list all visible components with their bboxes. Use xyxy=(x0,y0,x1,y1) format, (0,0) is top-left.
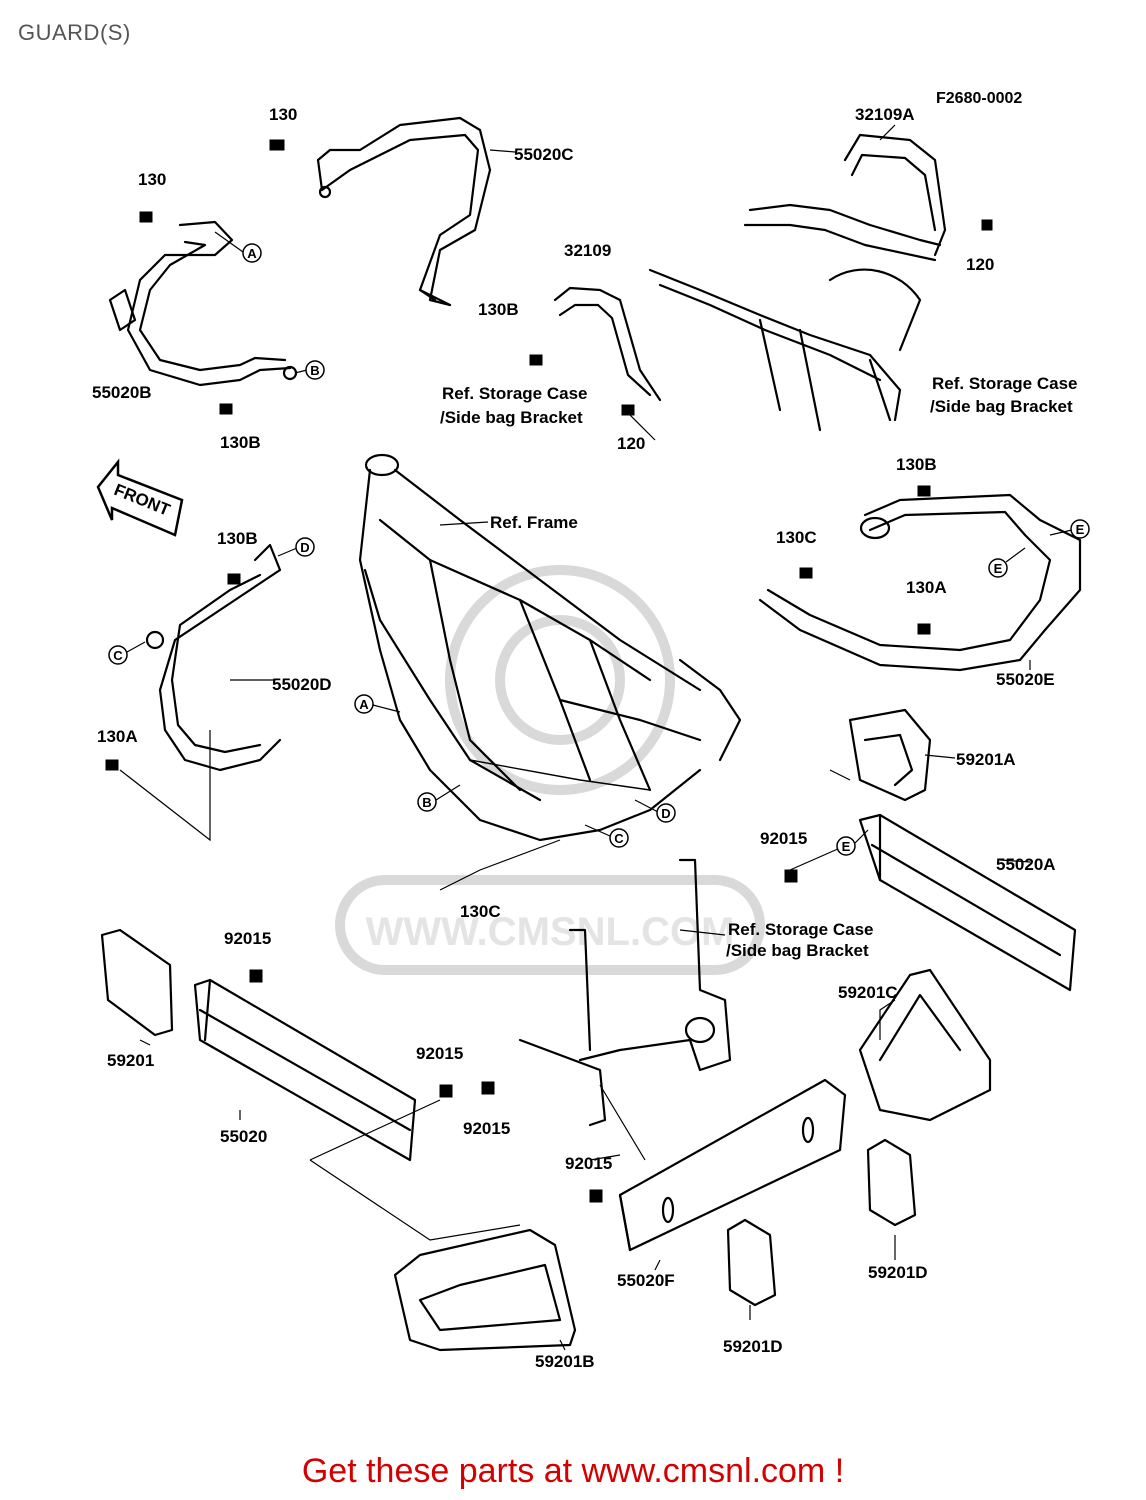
label-130A-right: 130A xyxy=(906,578,947,597)
label-ref-frame: Ref. Frame xyxy=(490,513,578,532)
label-130B-left: 130B xyxy=(220,433,261,452)
label-92015-a: 92015 xyxy=(760,829,807,848)
label-130B-mid: 130B xyxy=(478,300,519,319)
part-59201A xyxy=(848,708,932,802)
svg-text:D: D xyxy=(661,806,670,821)
part-55020 xyxy=(193,969,453,1162)
label-130-top: 130 xyxy=(269,105,297,124)
part-59201 xyxy=(100,928,174,1037)
label-59201: 59201 xyxy=(107,1051,154,1070)
part-55020B xyxy=(108,211,298,415)
svg-text:D: D xyxy=(300,540,309,555)
label-ref-storage-2: Ref. Storage Case xyxy=(932,374,1078,393)
label-92015-c: 92015 xyxy=(416,1044,463,1063)
front-arrow: FRONT xyxy=(96,458,184,537)
callout-E-bar: E xyxy=(836,829,869,856)
label-92015-d: 92015 xyxy=(463,1119,510,1138)
footer-link-text[interactable]: Get these parts at www.cmsnl.com ! xyxy=(301,1452,845,1490)
label-130C-right: 130C xyxy=(776,528,817,547)
part-55020A xyxy=(784,813,1077,992)
label-ref-storage-2b: /Side bag Bracket xyxy=(930,397,1073,416)
svg-text:C: C xyxy=(614,831,624,846)
callout-B-top: B xyxy=(294,360,325,380)
svg-text:B: B xyxy=(422,795,431,810)
svg-text:A: A xyxy=(359,697,369,712)
svg-text:B: B xyxy=(310,363,319,378)
label-92015-e: 92015 xyxy=(565,1154,612,1173)
label-ref-storage-3b: /Side bag Bracket xyxy=(726,941,869,960)
callout-C-left: C xyxy=(108,641,146,665)
svg-text:E: E xyxy=(842,839,851,854)
callout-D-left: D xyxy=(277,537,315,557)
callout-A-frame: A xyxy=(354,694,401,714)
part-59201D-mid xyxy=(726,1218,777,1307)
callout-C-frame: C xyxy=(584,824,629,848)
part-55020C xyxy=(269,116,492,307)
label-55020B: 55020B xyxy=(92,383,152,402)
label-32109: 32109 xyxy=(564,241,611,260)
label-ref-storage-1b: /Side bag Bracket xyxy=(440,408,583,427)
label-130C-bottom: 130C xyxy=(460,902,501,921)
label-59201A: 59201A xyxy=(956,750,1016,769)
part-59201B xyxy=(393,1228,577,1352)
label-120-mid: 120 xyxy=(617,434,645,453)
label-92015-b: 92015 xyxy=(224,929,271,948)
label-55020: 55020 xyxy=(220,1127,267,1146)
label-130B-d: 130B xyxy=(217,529,258,548)
drawing-number: F2680-0002 xyxy=(936,90,1022,107)
label-55020C: 55020C xyxy=(514,145,574,164)
part-55020F xyxy=(589,1078,847,1252)
label-59201B: 59201B xyxy=(535,1352,595,1371)
ref-center-bracket xyxy=(481,858,732,1127)
label-32109A: 32109A xyxy=(855,105,915,124)
callout-B-frame: B xyxy=(417,784,461,812)
label-59201D-right: 59201D xyxy=(868,1263,928,1282)
label-130A-left: 130A xyxy=(97,727,138,746)
label-ref-storage-1: Ref. Storage Case xyxy=(442,384,588,403)
label-55020D: 55020D xyxy=(272,675,332,694)
part-59201D-right xyxy=(866,1138,917,1227)
part-59201C xyxy=(858,968,992,1122)
label-55020E: 55020E xyxy=(996,670,1055,689)
ref-frame-drawing xyxy=(358,453,742,842)
part-55020D xyxy=(105,543,282,772)
svg-text:A: A xyxy=(247,246,257,261)
leader-lines xyxy=(119,124,1031,1351)
label-120-right: 120 xyxy=(966,255,994,274)
label-130-left: 130 xyxy=(138,170,166,189)
label-ref-storage-3: Ref. Storage Case xyxy=(728,920,874,939)
label-55020F: 55020F xyxy=(617,1271,675,1290)
watermark-logo: WWW.CMSNL.COM xyxy=(335,565,765,975)
label-55020A: 55020A xyxy=(996,855,1056,874)
part-32109A xyxy=(648,133,993,432)
callout-D-frame: D xyxy=(634,799,676,823)
svg-text:C: C xyxy=(113,648,123,663)
svg-text:E: E xyxy=(1076,522,1085,537)
label-130B-right: 130B xyxy=(896,455,937,474)
watermark-text: WWW.CMSNL.COM xyxy=(366,910,735,954)
callout-A-top: A xyxy=(214,231,262,263)
part-55020E xyxy=(758,485,1082,672)
part-32109 xyxy=(529,286,662,416)
label-59201C: 59201C xyxy=(838,983,898,1002)
label-59201D-mid: 59201D xyxy=(723,1337,783,1356)
callout-E-lower: E xyxy=(988,547,1026,578)
page-title: GUARD(S) xyxy=(18,20,131,45)
callout-E-upper: E xyxy=(1049,519,1090,539)
svg-text:E: E xyxy=(994,561,1003,576)
